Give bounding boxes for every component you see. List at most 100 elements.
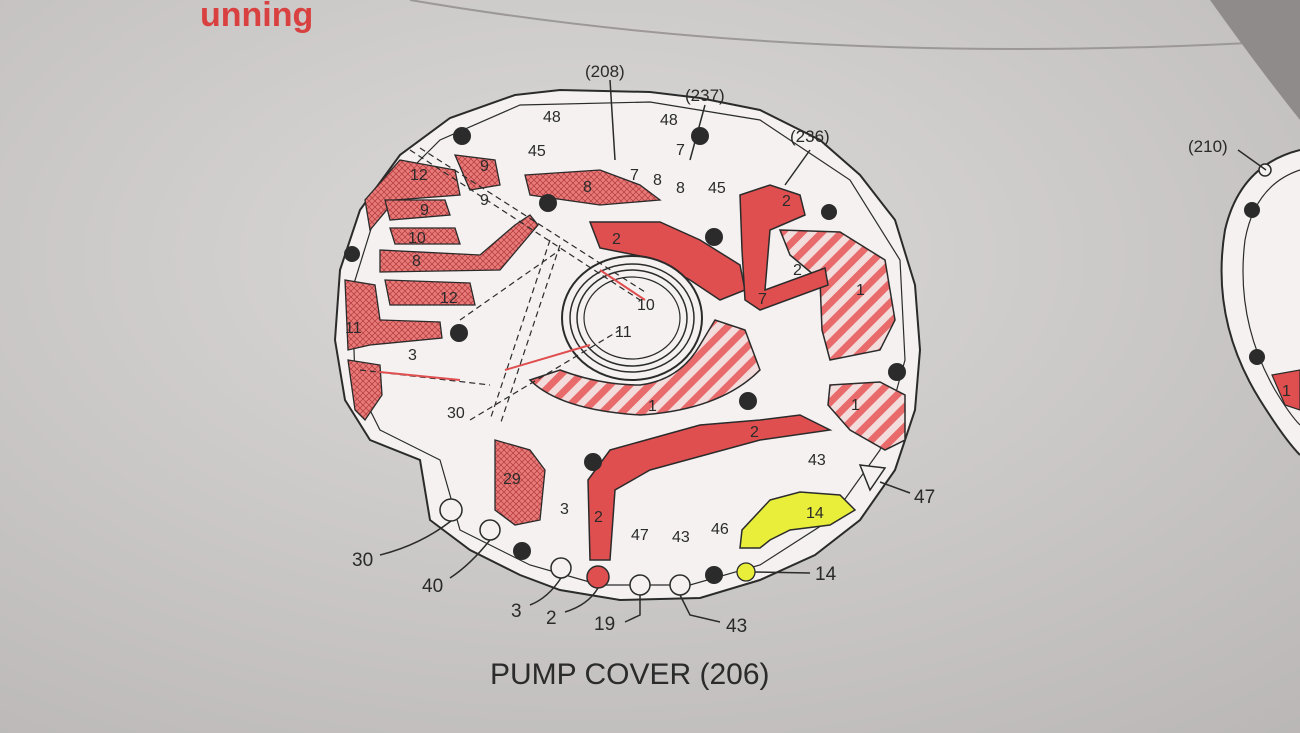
port-2-dot [586, 565, 610, 589]
port-40 [479, 519, 501, 541]
bolt-hole [691, 127, 709, 145]
callout-14: 14 [815, 564, 837, 585]
center-bore [561, 255, 703, 381]
port-14-dot [736, 562, 756, 582]
callout-47: 47 [914, 487, 935, 508]
callout-3: 3 [511, 601, 522, 622]
port-43 [669, 574, 691, 596]
ref-236: (236) [790, 127, 830, 146]
crosshatch-passages [344, 154, 662, 526]
passage-12-lower [384, 279, 476, 306]
section-heading: unning [200, 0, 313, 34]
label-11-left: 11 [345, 320, 362, 337]
label-7-upper-b: 7 [676, 142, 685, 159]
passage-14-highlight [736, 491, 857, 582]
ref-210: (210) [1188, 137, 1228, 156]
bolt-hole [705, 228, 723, 246]
passage-9-left [384, 199, 451, 221]
label-10-center: 10 [637, 297, 655, 314]
bolt-hole [1244, 202, 1260, 218]
label-29: 29 [503, 471, 521, 488]
hatch-region-right [778, 229, 896, 361]
callout-30: 30 [352, 550, 373, 571]
adjacent-part-right: 1 [1220, 149, 1300, 456]
bolt-hole [539, 194, 557, 212]
bolt-holes [344, 127, 906, 584]
callout-19: 19 [594, 614, 615, 635]
passage-29 [494, 439, 546, 526]
hatch-region-bowl [528, 319, 761, 416]
label-46-inner: 46 [711, 521, 729, 538]
bolt-hole [450, 324, 468, 342]
bottom-ports [439, 464, 887, 596]
label-9-top: 9 [480, 158, 489, 175]
label-3-left: 3 [408, 347, 417, 364]
bore-ring-4 [583, 276, 681, 360]
red-region-upper [588, 221, 746, 301]
label-1-bowl: 1 [648, 398, 657, 415]
red-region-right-arm [739, 184, 829, 311]
ref-208: (208) [585, 62, 625, 81]
port-47-triangle [858, 464, 887, 492]
ref-237: (237) [685, 86, 725, 105]
bolt-hole [344, 246, 360, 262]
bolt-hole [513, 542, 531, 560]
callout-2: 2 [546, 608, 557, 629]
passage-11-left [344, 279, 443, 351]
label-14-inner: 14 [806, 505, 824, 522]
red-lines [379, 269, 646, 381]
label-48-right: 48 [660, 112, 678, 129]
bolt-hole [584, 453, 602, 471]
port-30 [439, 498, 463, 522]
passage-8-upper [524, 169, 662, 206]
yellow-channel-14 [739, 491, 857, 549]
label-8-upper-b: 8 [653, 172, 662, 189]
label-8-upper-c: 8 [676, 180, 685, 197]
adjacent-red-passage [1271, 369, 1300, 411]
passage-left-lower [347, 359, 383, 422]
label-12-lower: 12 [440, 290, 458, 307]
label-48-left: 48 [543, 109, 561, 126]
hatch-region-lower-right [827, 381, 906, 451]
label-8-left: 8 [412, 253, 421, 270]
label-47-inner: 47 [631, 527, 649, 544]
label-9-left: 9 [420, 202, 429, 219]
label-30-inner: 30 [447, 405, 465, 422]
callout-40: 40 [422, 576, 443, 597]
label-2-stem: 2 [594, 509, 603, 526]
label-45-right: 45 [708, 180, 726, 197]
label-9-mid: 9 [480, 192, 489, 209]
label-45-left: 45 [528, 143, 546, 160]
label-1-right: 1 [856, 282, 865, 299]
label-1-adjacent: 1 [1282, 383, 1291, 400]
callout-43: 43 [726, 616, 747, 637]
bolt-hole [739, 392, 757, 410]
red-region-lower [587, 414, 833, 561]
passage-10-left [389, 227, 461, 245]
port-3 [550, 557, 572, 579]
bore-outer-ring [561, 255, 703, 381]
label-10-left: 10 [408, 230, 426, 247]
bolt-hole [821, 204, 837, 220]
bore-ring-3 [576, 269, 688, 367]
bore-ring-2 [569, 263, 695, 373]
label-2-upper: 2 [612, 231, 621, 248]
passage-8-left [379, 214, 539, 273]
passage-9-upper [453, 154, 501, 191]
label-3-lower: 3 [560, 501, 569, 518]
label-12-top: 12 [410, 167, 428, 184]
label-2-236: 2 [782, 193, 791, 210]
adjacent-part-inner [1242, 169, 1300, 426]
bolt-hole [888, 363, 906, 381]
label-1-lower-right: 1 [851, 397, 860, 414]
bolt-hole [1249, 349, 1265, 365]
label-8-upper-a: 8 [583, 179, 592, 196]
label-2-lower: 2 [750, 424, 759, 441]
bolt-hole [705, 566, 723, 584]
label-7-upper-a: 7 [630, 167, 639, 184]
label-7-right: 7 [758, 291, 767, 308]
label-11-center: 11 [615, 324, 632, 341]
diagram-caption: PUMP COVER (206) [490, 658, 770, 691]
port-19 [629, 574, 651, 596]
